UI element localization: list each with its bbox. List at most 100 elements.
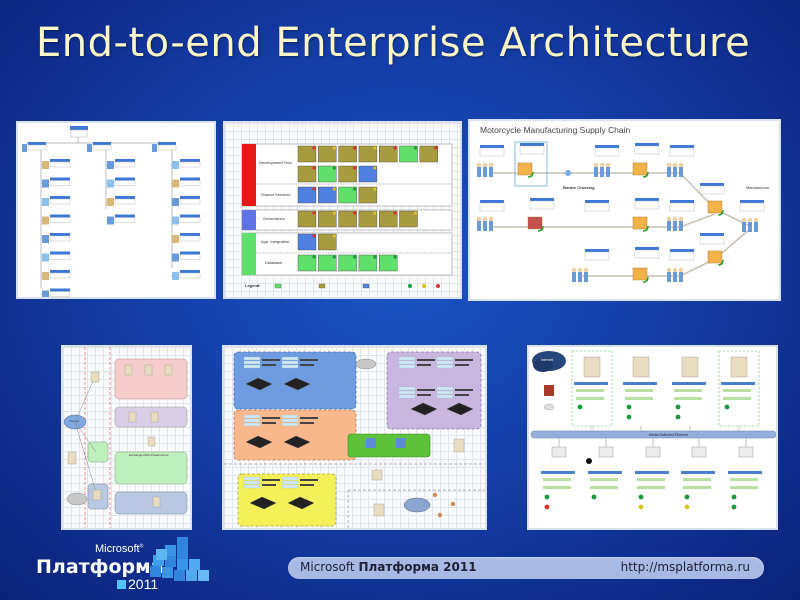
capability-box	[378, 145, 398, 163]
server-rack-icon	[283, 435, 311, 449]
client-info-header	[681, 471, 715, 474]
thumbnail-org-hierarchy[interactable]	[16, 121, 216, 299]
status-dot	[332, 255, 336, 259]
status-dot	[312, 234, 316, 238]
org-node	[50, 177, 70, 181]
org-node-icon	[172, 235, 179, 243]
org-node-icon	[107, 161, 114, 169]
supply-chain-title: Motorcycle Manufacturing Supply Chain	[480, 125, 631, 135]
status-light	[591, 494, 597, 500]
org-node	[180, 233, 200, 236]
legend-swatch	[318, 283, 326, 289]
server-icon	[371, 469, 383, 481]
workstation-icon	[551, 446, 567, 458]
org-node-icon	[42, 198, 49, 206]
logo-cube	[153, 555, 164, 566]
worker-icon	[482, 162, 488, 168]
status-light	[684, 494, 690, 500]
blade-icon	[243, 360, 261, 365]
org-node-icon	[172, 179, 179, 188]
customs-officer-icon	[565, 170, 571, 176]
worker-icon	[747, 217, 753, 223]
logo-cube	[177, 559, 188, 570]
label-bar	[262, 479, 280, 481]
worker-icon	[488, 216, 494, 222]
org-icon	[87, 144, 92, 152]
worker-icon	[672, 162, 678, 168]
blade-icon	[436, 360, 454, 365]
blade-icon	[243, 418, 261, 423]
status-dot	[373, 166, 377, 170]
info-card	[670, 249, 694, 252]
usage-bar	[543, 486, 571, 489]
capability-box	[338, 145, 357, 163]
legend-dot	[436, 284, 440, 288]
worker-icon	[666, 267, 672, 273]
thumbnail-network-monitoring[interactable]: Media Switched Ethernet Internet	[527, 345, 778, 530]
status-dot	[413, 211, 418, 215]
logo-cube	[177, 548, 188, 559]
info-card	[635, 143, 659, 146]
workstation-icon	[598, 446, 614, 458]
org-node	[180, 196, 200, 199]
worker-icon	[476, 162, 482, 168]
capability-box	[338, 254, 357, 272]
footer-url-link[interactable]: http://msplatforma.ru	[620, 560, 750, 574]
usage-bar	[674, 389, 702, 392]
status-dot	[373, 146, 377, 150]
status-dot	[353, 211, 357, 215]
capability-box	[297, 145, 317, 163]
usage-bar	[590, 478, 618, 481]
truck-icon	[707, 250, 723, 264]
status-dot	[434, 146, 438, 150]
user-icon	[450, 501, 456, 507]
server-farm-drawing	[224, 351, 485, 528]
legend-dot	[422, 284, 426, 288]
capability-box	[338, 165, 357, 183]
workstation-icon	[738, 446, 754, 458]
status-light	[577, 404, 583, 410]
org-node-icon	[42, 161, 49, 169]
row-label-governance: Governance	[263, 216, 285, 221]
org-node-icon	[172, 272, 179, 280]
org-node	[50, 196, 70, 199]
capability-box	[318, 254, 337, 272]
blade-icon	[243, 414, 261, 419]
thumbnail-capability-roadmap[interactable]: Development Tech Shared Services Governa…	[223, 121, 462, 299]
info-card	[700, 233, 724, 236]
worker-icon	[476, 216, 482, 222]
status-light	[626, 404, 632, 410]
capability-box	[297, 254, 317, 272]
logo-cube	[156, 549, 167, 560]
org-node-icon	[172, 216, 179, 225]
capability-roadmap-drawing	[241, 143, 453, 289]
server-icon	[632, 356, 650, 378]
legend-dot	[408, 284, 412, 288]
capability-box	[318, 210, 337, 228]
status-dot	[312, 255, 316, 259]
logo-cube	[165, 545, 176, 556]
footer-bar: Microsoft Платформа 2011 http://msplatfo…	[288, 557, 764, 579]
org-node-icon	[172, 161, 179, 169]
capability-box	[378, 254, 398, 272]
org-node	[50, 233, 70, 236]
info-card	[585, 249, 609, 252]
org-node-icon	[42, 179, 49, 188]
label-bar	[300, 417, 318, 419]
status-light	[684, 504, 690, 510]
worker-icon	[571, 267, 577, 273]
thumbnail-server-farm[interactable]	[222, 345, 487, 530]
capability-box	[318, 233, 337, 251]
org-node	[50, 214, 70, 218]
blade-icon	[281, 356, 299, 361]
border-crossing-label: Border Crossing	[563, 185, 595, 190]
infrastructure-drawing	[63, 347, 188, 528]
thumbnail-supply-chain[interactable]: Motorcycle Manufacturing Supply Chain Bo…	[468, 119, 781, 301]
org-icon	[22, 144, 27, 152]
worker-icon	[666, 162, 672, 168]
thumbnail-infrastructure-network[interactable]: Internet Exchange 2010 Infrastructure	[61, 345, 192, 530]
blade-icon	[243, 422, 261, 427]
status-dot	[373, 187, 377, 191]
webcam-icon	[586, 458, 592, 464]
row-label-app-integration: App. Integration	[261, 239, 290, 244]
